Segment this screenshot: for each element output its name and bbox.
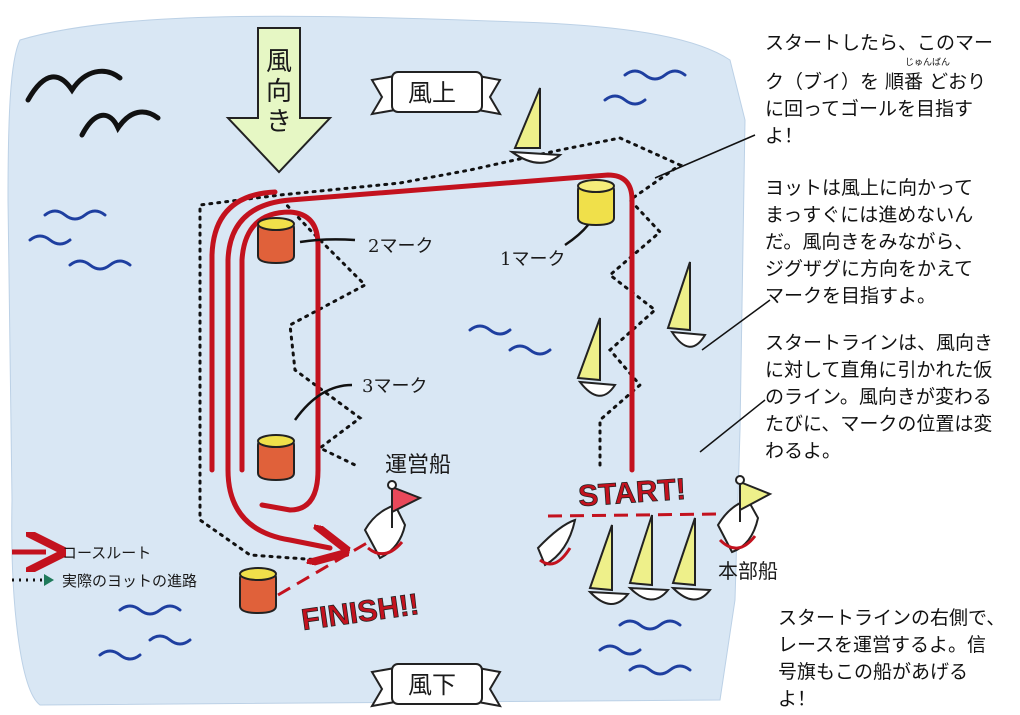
mark-1-label: 1マーク xyxy=(500,249,565,270)
banner-windward: 風上 xyxy=(370,71,502,116)
headquarters-boat-label: 本部船 xyxy=(718,559,778,583)
legend-course-route: コースルート xyxy=(62,544,151,562)
mark-3-buoy xyxy=(257,434,295,482)
note-marks-order: スタートしたら、このマー じゅんばん ク（ブイ）を 順番 どおり に回ってゴール… xyxy=(765,30,1015,150)
note-headquarters-line-3: 号旗もこの船があげる xyxy=(778,661,969,683)
committee-boat-label: 運営船 xyxy=(385,453,451,478)
note-zigzag-line-2: まっすぐには進めないん xyxy=(765,204,974,226)
note-marks-order-ruby: じゅんばん xyxy=(905,58,951,68)
banner-windward-label: 風上 xyxy=(408,79,456,107)
note-start-line-line-4: たびに、マークの位置は変 xyxy=(765,413,993,435)
note-zigzag-line-3: だ。風向きをみながら、 xyxy=(765,231,974,253)
note-start-line-line-2: に対して直角に引かれた仮 xyxy=(765,359,993,381)
annotation-leader-lines xyxy=(654,134,771,453)
start-line xyxy=(547,512,721,518)
spectator-boat xyxy=(536,518,577,567)
note-zigzag: ヨットは風上に向かって まっすぐには進めないん だ。風向きをみながら、 ジグザグ… xyxy=(765,175,1015,310)
legend-actual-path: 実際のヨットの進路 xyxy=(62,572,197,590)
committee-boat xyxy=(363,480,423,560)
seagull-icon xyxy=(25,68,161,138)
legend: コースルート 実際のヨットの進路 xyxy=(12,544,197,590)
mark-2-label: 2マーク xyxy=(368,236,433,257)
note-start-line: スタートラインは、風向き に対して直角に引かれた仮 のライン。風向きが変わる た… xyxy=(765,330,1020,465)
note-start-line-line-3: のライン。風向きが変わる xyxy=(765,386,992,408)
note-zigzag-line-1: ヨットは風上に向かって xyxy=(765,177,974,199)
note-headquarters-line-4: よ！ xyxy=(778,688,817,710)
note-headquarters-line-2: レースを運営するよ。信 xyxy=(778,634,987,656)
note-zigzag-line-5: マークを目指すよ。 xyxy=(765,285,937,307)
banner-leeward-label: 風下 xyxy=(408,671,456,699)
wind-direction-arrow: 風 向 き xyxy=(225,27,333,174)
note-marks-order-line-2: ク（ブイ）を 順番 どおり xyxy=(765,71,987,93)
mark-1-pointer xyxy=(564,224,589,247)
finish-line xyxy=(277,538,373,597)
wind-label-3: き xyxy=(266,107,292,137)
mark-3-label: 3マーク xyxy=(362,376,427,397)
mark-1-buoy xyxy=(577,179,615,227)
start-label: START! xyxy=(577,473,687,513)
course-route xyxy=(209,172,635,548)
wave-marks xyxy=(28,69,692,676)
note-start-line-line-5: わるよ。 xyxy=(765,440,842,462)
mark-3-pointer xyxy=(293,383,353,421)
note-headquarters-line-1: スタートラインの右側で、 xyxy=(778,607,1006,629)
mark-2-buoy xyxy=(257,217,295,265)
finish-buoy xyxy=(239,567,277,615)
note-zigzag-line-4: ジグザグに方向をかえて xyxy=(765,258,974,280)
mark-2-pointer xyxy=(299,238,356,244)
wind-label-1: 風 xyxy=(266,47,292,77)
banner-leeward: 風下 xyxy=(370,663,502,708)
sailboat-icon xyxy=(508,87,712,605)
note-start-line-line-1: スタートラインは、風向き xyxy=(765,332,994,354)
headquarters-boat xyxy=(716,475,773,554)
note-marks-order-line-3: に回ってゴールを目指す xyxy=(765,98,974,120)
note-marks-order-line-1: スタートしたら、このマー xyxy=(765,32,994,54)
note-marks-order-line-4: よ！ xyxy=(765,125,804,147)
wind-label-2: 向 xyxy=(266,77,292,107)
note-headquarters: スタートラインの右側で、 レースを運営するよ。信 号旗もこの船があげる よ！ xyxy=(778,605,1018,713)
